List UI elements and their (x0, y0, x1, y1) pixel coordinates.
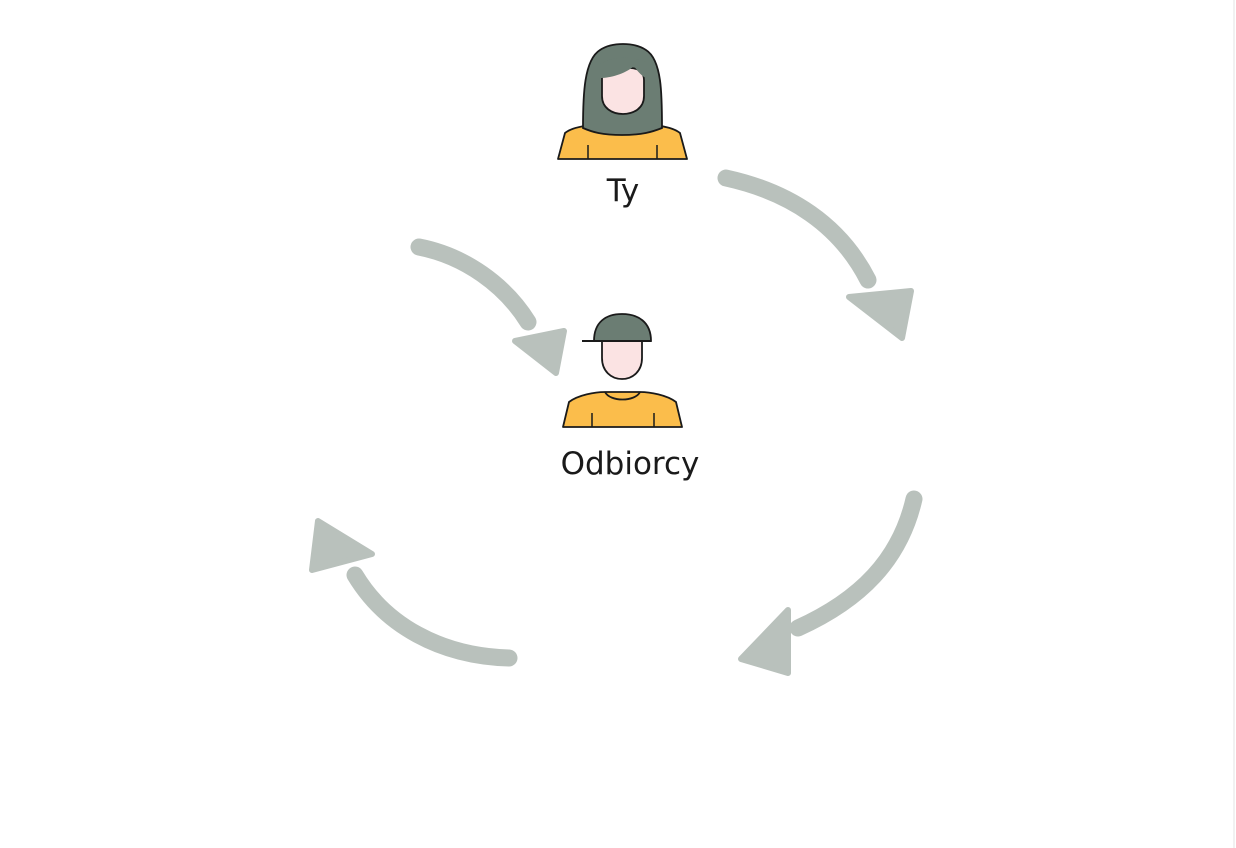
node-recipients: Odbiorcy (561, 313, 700, 482)
arrow-right-to-bottom (738, 490, 923, 676)
arrow-you-to-right (717, 169, 914, 341)
arrow-left-to-recipients (410, 238, 567, 376)
woman-avatar-icon (557, 43, 688, 160)
arrow-bottom-to-left (309, 518, 518, 667)
node-you: Ty (557, 43, 688, 209)
page-edge-divider (1233, 0, 1235, 848)
node-recipients-label: Odbiorcy (561, 446, 700, 482)
node-you-label: Ty (606, 173, 639, 209)
man-cap-avatar-icon (562, 313, 683, 428)
